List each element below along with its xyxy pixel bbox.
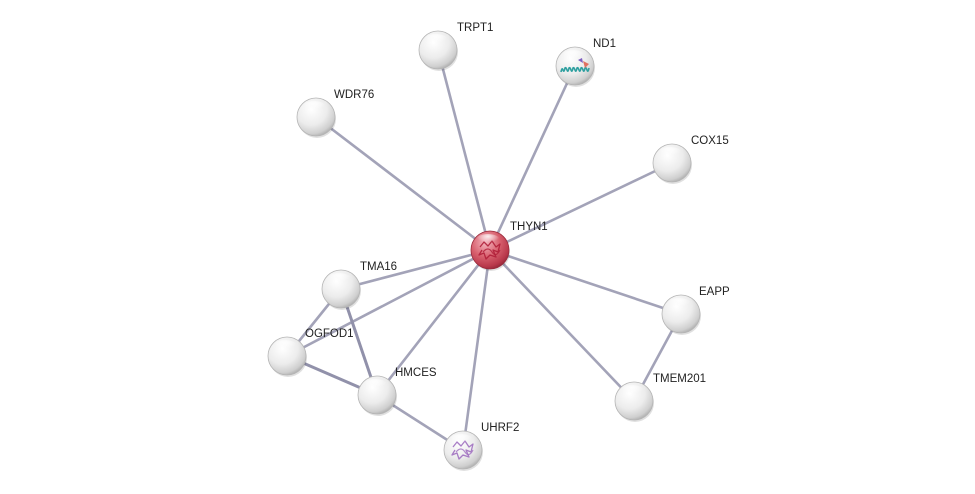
node-eapp[interactable]: EAPP: [661, 286, 730, 335]
edge-thyn1-tmem201[interactable]: [488, 248, 636, 403]
node-label-uhrf2: UHRF2: [481, 422, 519, 434]
edge-thyn1-eapp[interactable]: [488, 248, 683, 316]
edge-thyn1-tma16[interactable]: [339, 248, 492, 291]
edge-thyn1-uhrf2[interactable]: [461, 248, 492, 452]
edge-thyn1-nd1[interactable]: [488, 64, 577, 252]
node-tma16[interactable]: TMA16: [321, 261, 397, 310]
node-highlight: [424, 34, 448, 46]
node-nd1[interactable]: ND1: [555, 38, 616, 87]
node-label-tmem201: TMEM201: [653, 373, 706, 385]
node-label-ogfod1: OGFOD1: [305, 328, 354, 340]
node-label-thyn1: THYN1: [510, 221, 548, 233]
edge-thyn1-cox15[interactable]: [488, 161, 674, 252]
node-ogfod1[interactable]: OGFOD1: [267, 328, 354, 377]
edge-thyn1-wdr76[interactable]: [314, 115, 492, 252]
node-highlight: [273, 340, 297, 352]
node-highlight: [302, 101, 326, 113]
node-highlight: [327, 273, 351, 285]
node-label-tma16: TMA16: [360, 261, 397, 273]
node-highlight: [363, 379, 387, 391]
node-trpt1[interactable]: TRPT1: [418, 22, 493, 71]
node-highlight: [561, 50, 585, 62]
node-highlight: [476, 234, 500, 246]
node-wdr76[interactable]: WDR76: [296, 89, 374, 138]
node-label-hmces: HMCES: [395, 367, 437, 379]
node-label-eapp: EAPP: [699, 286, 730, 298]
node-highlight: [658, 147, 682, 159]
node-uhrf2[interactable]: UHRF2: [443, 422, 519, 471]
node-cox15[interactable]: COX15: [652, 135, 729, 184]
edge-thyn1-trpt1[interactable]: [436, 48, 492, 252]
edge-thyn1-ogfod1[interactable]: [285, 248, 492, 358]
node-highlight: [449, 434, 473, 446]
node-highlight: [667, 298, 691, 310]
node-label-nd1: ND1: [593, 38, 616, 50]
node-label-wdr76: WDR76: [334, 89, 374, 101]
node-hmces[interactable]: HMCES: [357, 367, 437, 416]
edge-thyn1-hmces[interactable]: [375, 248, 492, 397]
node-tmem201[interactable]: TMEM201: [614, 373, 706, 422]
node-label-cox15: COX15: [691, 135, 729, 147]
node-thyn1[interactable]: THYN1: [470, 221, 548, 271]
node-label-trpt1: TRPT1: [457, 22, 493, 34]
node-highlight: [620, 385, 644, 397]
